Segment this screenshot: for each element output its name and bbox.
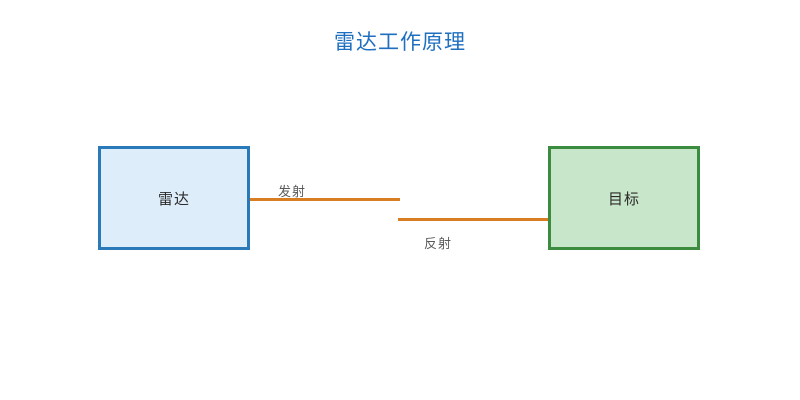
edge-reflect-line xyxy=(398,218,548,221)
edge-transmit-line xyxy=(250,198,400,201)
node-target[interactable]: 目标 xyxy=(548,146,700,250)
node-radar-label: 雷达 xyxy=(157,190,190,208)
edge-reflect-label: 反射 xyxy=(424,236,453,251)
diagram-title: 雷达工作原理 xyxy=(334,31,466,54)
node-radar[interactable]: 雷达 xyxy=(98,146,250,250)
edge-transmit-label: 发射 xyxy=(278,184,307,199)
node-target-label: 目标 xyxy=(607,190,640,208)
